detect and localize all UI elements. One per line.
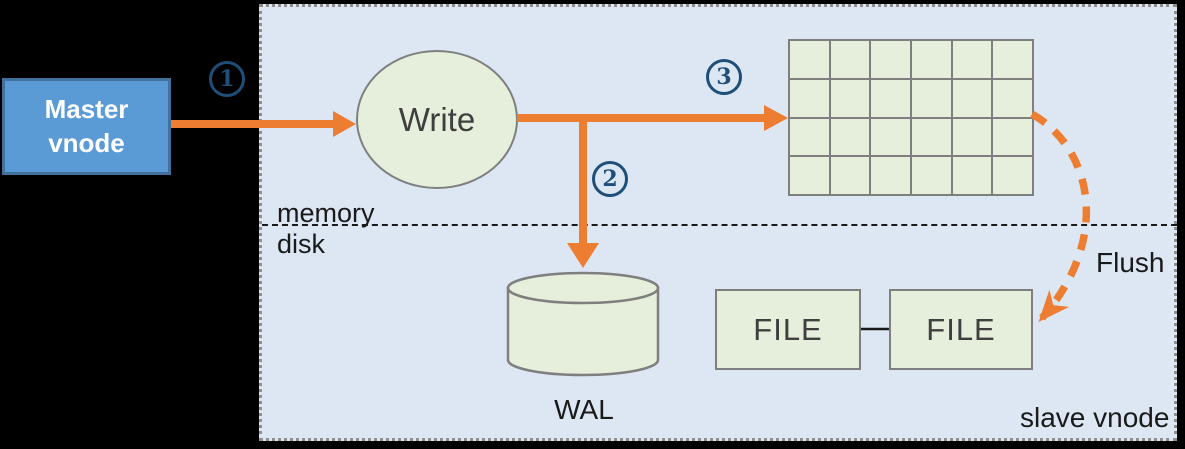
file-box-left: FILE [715, 289, 861, 370]
master-vnode-box: Master vnode [2, 78, 171, 175]
memtable-cell [993, 118, 1032, 156]
wal-label: WAL [554, 394, 614, 425]
memtable-cell [952, 118, 992, 156]
step2-badge: 2 [592, 161, 628, 197]
step1-badge: 1 [209, 61, 245, 97]
arrow-step1-line [171, 120, 333, 128]
memtable-cell [790, 41, 829, 78]
memtable-cell [830, 41, 870, 78]
memtable-cell [912, 79, 951, 117]
slave-vnode-label: slave vnode [1020, 402, 1170, 433]
memtable-cell [871, 79, 910, 117]
step2-number: 2 [602, 166, 618, 192]
memory-disk-divider [262, 224, 1177, 226]
memtable-cell [993, 41, 1032, 78]
master-vnode-label: Master vnode [44, 93, 129, 158]
memtable-cell [952, 41, 992, 78]
write-node: Write [356, 50, 518, 189]
memtable-cell [830, 118, 870, 156]
arrow-step3-head-icon [764, 105, 788, 131]
memtable-cell [952, 79, 992, 117]
file-box-right: FILE [889, 289, 1033, 370]
wal-cylinder-icon [506, 271, 660, 377]
memtable-cell [871, 157, 910, 194]
file-right-label: FILE [926, 311, 996, 347]
memtable-cell [993, 79, 1032, 117]
memtable-cell [993, 157, 1032, 194]
memtable-cell [952, 157, 992, 194]
memtable-cell [790, 118, 829, 156]
step1-number: 1 [219, 66, 235, 92]
memtable-cell [912, 41, 951, 78]
file-left-label: FILE [753, 311, 823, 347]
memory-label: memory [277, 198, 375, 228]
memtable-cell [790, 157, 829, 194]
step3-number: 3 [716, 64, 732, 90]
memtable-cell [912, 157, 951, 194]
arrow-step3-line [517, 114, 765, 122]
arrow-step1-head-icon [333, 111, 356, 137]
arrow-step2-line [579, 114, 587, 244]
memtable-cell [830, 79, 870, 117]
step3-badge: 3 [706, 59, 742, 95]
flush-label: Flush [1096, 247, 1165, 278]
memtable-cell [912, 118, 951, 156]
memtable-cell [871, 118, 910, 156]
write-node-label: Write [398, 100, 476, 138]
memtable-cell [790, 79, 829, 117]
memtable-grid [788, 39, 1034, 196]
memtable-cell [871, 41, 910, 78]
memtable-cell [830, 157, 870, 194]
arrow-step2-head-icon [567, 243, 599, 268]
disk-label: disk [277, 229, 326, 259]
